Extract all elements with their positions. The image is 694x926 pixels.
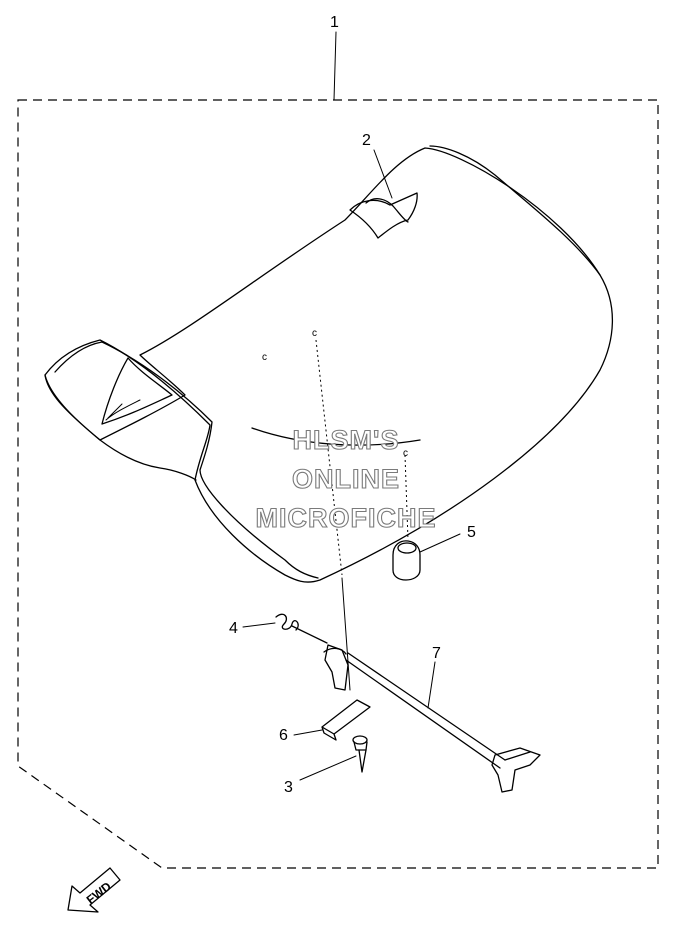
- leader-line-2: [373, 149, 393, 199]
- leader-line-7: [427, 661, 436, 709]
- pad-part-6: [321, 699, 371, 741]
- seat-drawing: c c c: [44, 145, 614, 583]
- callout-number-2: 2: [362, 132, 371, 149]
- seat-front-edge: [429, 145, 601, 276]
- assembly-line-center: [315, 339, 343, 576]
- seat-strap: [349, 192, 418, 239]
- watermark: HLSM'S ONLINE MICROFICHE: [255, 424, 437, 533]
- seat-rim: [44, 374, 197, 481]
- assembly-boundary: [17, 99, 659, 869]
- callout-number-4: 4: [229, 620, 238, 637]
- damper-part-5: [392, 540, 421, 581]
- callout-number-5: 5: [467, 524, 476, 541]
- leader-line-3: [299, 755, 357, 781]
- watermark-line-3: MICROFICHE: [256, 503, 437, 533]
- callout-number-6: 6: [279, 727, 288, 744]
- seat-tail-inner: [101, 357, 173, 425]
- watermark-line-1: HLSM'S: [293, 425, 400, 455]
- mark-c-3: c: [403, 448, 408, 459]
- watermark-line-2: ONLINE: [292, 464, 400, 494]
- screw-part-3: [352, 735, 368, 773]
- assembly-line-right: [404, 454, 409, 541]
- spring-part-4: [275, 613, 328, 644]
- callout-number-7: 7: [432, 645, 441, 662]
- leader-line-6: [293, 729, 323, 736]
- leader-line-1: [333, 31, 337, 101]
- mark-c-2: c: [312, 328, 317, 339]
- fwd-label: FWD: [84, 879, 114, 907]
- callout-number-1: 1: [330, 14, 339, 31]
- lock-rod-part-7: [323, 644, 541, 793]
- seat-tail-hatch: [105, 399, 141, 421]
- seat-strap-loop: [365, 198, 409, 223]
- forward-direction-arrow: FWD: [67, 867, 121, 913]
- seat-crease: [251, 427, 421, 446]
- callout-number-3: 3: [284, 779, 293, 796]
- mark-c-1: c: [262, 352, 267, 363]
- leader-line-5: [419, 533, 461, 553]
- seat-tail-loop: [54, 341, 319, 579]
- seat-outline: [44, 147, 614, 583]
- leader-line-4: [242, 622, 276, 628]
- assembly-line-lower: [341, 577, 351, 691]
